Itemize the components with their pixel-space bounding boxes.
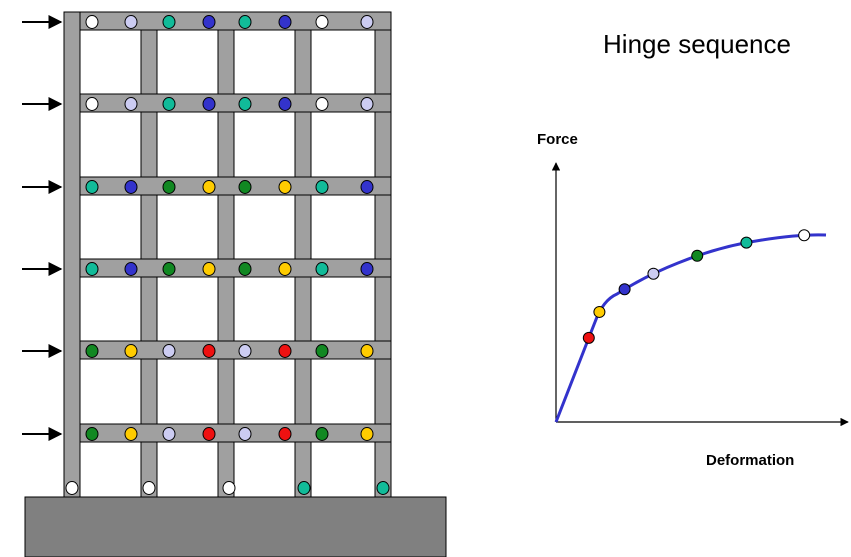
beam-hinge-red bbox=[278, 344, 292, 358]
beam-hinge-lavender bbox=[238, 427, 252, 441]
curve-hinge-blue bbox=[618, 283, 631, 296]
beam-hinge-yellow bbox=[360, 344, 374, 358]
curve-hinge-yellow bbox=[593, 305, 606, 318]
beam-floor-1 bbox=[79, 423, 392, 443]
column-base-hinge-white bbox=[65, 481, 79, 495]
beam-hinge-lavender bbox=[162, 344, 176, 358]
beam-hinge-lavender bbox=[360, 15, 374, 29]
beam-hinge-blue bbox=[202, 15, 216, 29]
curve-hinge-teal bbox=[740, 236, 753, 249]
beam-hinge-blue bbox=[360, 262, 374, 276]
beam-hinge-white bbox=[85, 97, 99, 111]
foundation-base bbox=[24, 496, 447, 557]
beam-hinge-teal bbox=[85, 180, 99, 194]
graph-hinge-points bbox=[582, 229, 811, 344]
y-axis-label: Force bbox=[537, 131, 578, 148]
beam-hinge-blue bbox=[124, 180, 138, 194]
beam-hinge-yellow bbox=[360, 427, 374, 441]
beam-hinge-blue bbox=[278, 97, 292, 111]
diagram-title: Hinge sequence bbox=[603, 29, 791, 59]
lateral-load-arrows bbox=[22, 15, 63, 441]
frame-hinges bbox=[65, 15, 390, 495]
column-1 bbox=[63, 11, 81, 498]
beam-hinge-teal bbox=[85, 262, 99, 276]
beam-hinge-green bbox=[85, 427, 99, 441]
curve-hinge-lavender bbox=[647, 267, 660, 280]
beam-hinge-green bbox=[162, 262, 176, 276]
beam-hinge-yellow bbox=[278, 262, 292, 276]
beam-hinge-green bbox=[238, 262, 252, 276]
curve-hinge-red bbox=[582, 331, 595, 344]
x-axis-label: Deformation bbox=[706, 452, 794, 469]
beam-hinge-yellow bbox=[202, 262, 216, 276]
beam-hinge-white bbox=[315, 97, 329, 111]
force-deformation-graph: Force Deformation bbox=[537, 131, 849, 469]
beam-floor-3 bbox=[79, 258, 392, 278]
column-base-hinge-teal bbox=[297, 481, 311, 495]
beam-floor-5 bbox=[79, 93, 392, 113]
beam-hinge-green bbox=[238, 180, 252, 194]
beam-hinge-teal bbox=[315, 180, 329, 194]
beam-hinge-blue bbox=[360, 180, 374, 194]
beam-hinge-green bbox=[315, 344, 329, 358]
beam-hinge-blue bbox=[124, 262, 138, 276]
beam-hinge-blue bbox=[278, 15, 292, 29]
beam-hinge-yellow bbox=[124, 427, 138, 441]
beam-hinge-lavender bbox=[124, 97, 138, 111]
beam-floor-6 bbox=[79, 11, 392, 31]
curve-hinge-green bbox=[691, 249, 704, 262]
beam-hinge-teal bbox=[162, 97, 176, 111]
beam-hinge-yellow bbox=[202, 180, 216, 194]
beam-floor-4 bbox=[79, 176, 392, 196]
beam-floor-2 bbox=[79, 340, 392, 360]
beam-hinge-red bbox=[278, 427, 292, 441]
capacity-curve bbox=[554, 233, 827, 423]
column-base-hinge-white bbox=[222, 481, 236, 495]
beam-hinge-teal bbox=[238, 15, 252, 29]
beam-hinge-blue bbox=[202, 97, 216, 111]
beam-hinge-green bbox=[315, 427, 329, 441]
beam-hinge-lavender bbox=[360, 97, 374, 111]
beam-hinge-lavender bbox=[238, 344, 252, 358]
beam-hinge-white bbox=[85, 15, 99, 29]
beam-hinge-green bbox=[162, 180, 176, 194]
column-base-hinge-white bbox=[142, 481, 156, 495]
beam-hinge-red bbox=[202, 427, 216, 441]
beam-hinge-teal bbox=[315, 262, 329, 276]
beam-hinge-white bbox=[315, 15, 329, 29]
beam-hinge-yellow bbox=[278, 180, 292, 194]
beam-hinge-red bbox=[202, 344, 216, 358]
beam-hinge-lavender bbox=[162, 427, 176, 441]
column-base-hinge-teal bbox=[376, 481, 390, 495]
curve-hinge-white bbox=[798, 229, 811, 242]
beam-hinge-teal bbox=[162, 15, 176, 29]
beam-hinge-teal bbox=[238, 97, 252, 111]
beam-hinge-lavender bbox=[124, 15, 138, 29]
beam-hinge-yellow bbox=[124, 344, 138, 358]
beam-hinge-green bbox=[85, 344, 99, 358]
building-frame bbox=[63, 11, 392, 498]
